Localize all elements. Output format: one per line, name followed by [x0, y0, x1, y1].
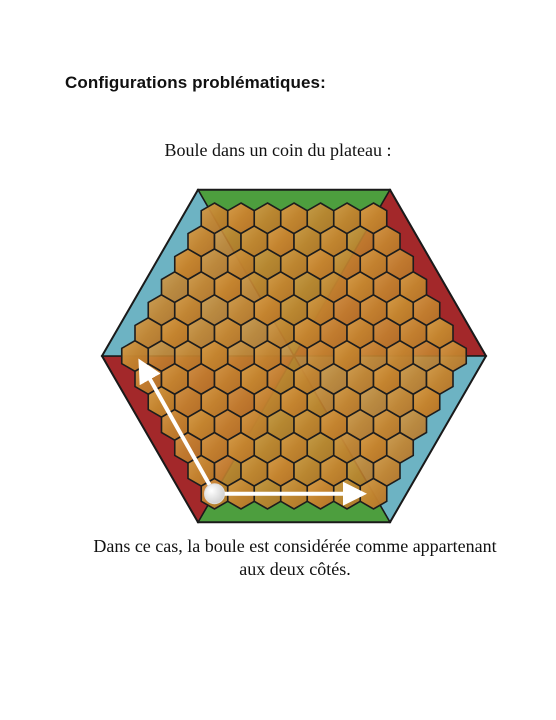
figure-caption: Boule dans un coin du plateau : [164, 140, 392, 160]
arrow-up-left [138, 358, 217, 495]
board-outline [100, 188, 488, 524]
section-title: Configurations problématiques: [65, 73, 326, 92]
board-cell[interactable] [438, 339, 468, 373]
ball [203, 483, 225, 505]
footer-line-1: Dans ce cas, la boule est considérée com… [93, 536, 497, 556]
footer-text: Dans ce cas, la boule est considérée com… [60, 535, 530, 581]
footer-line-2: aux deux côtés. [239, 559, 351, 579]
board-cells [120, 202, 468, 510]
board-overlay [138, 358, 368, 506]
